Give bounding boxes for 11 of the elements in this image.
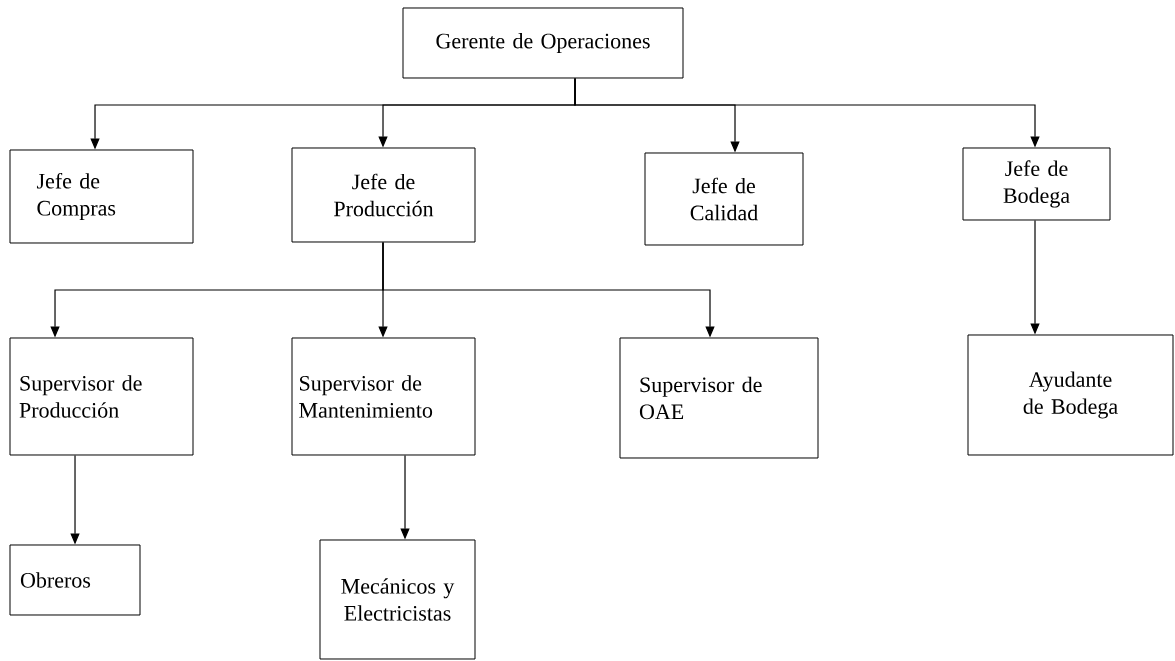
org-box: Gerente de Operaciones [402,7,684,79]
org-box: Supervisor de OAE [619,337,819,459]
org-box: Supervisor de Producción [9,337,194,456]
org-box: Jefe de Producción [291,147,476,243]
org-box: Supervisor de Mantenimiento [291,337,476,456]
org-box: Jefe de Compras [9,149,194,244]
org-box: Ayudante de Bodega [967,334,1174,456]
org-box: Obreros [9,544,141,616]
org-box: Mecánicos y Electricistas [319,539,476,660]
org-box: Jefe de Calidad [644,152,804,246]
org-box: Jefe de Bodega [962,147,1111,221]
